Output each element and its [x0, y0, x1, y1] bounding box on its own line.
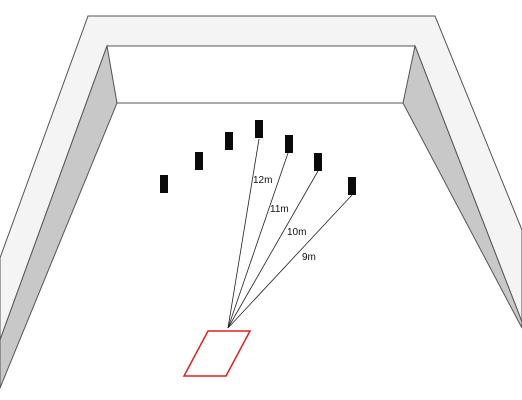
- label-10m: 10m: [287, 227, 306, 238]
- room-walls: [0, 15, 522, 389]
- target-1: [160, 175, 168, 193]
- target-4: [255, 120, 263, 138]
- origin-marker: [182, 330, 252, 377]
- right-wall-inner-face: [402, 44, 522, 329]
- line-9m: [227, 194, 353, 329]
- target-3: [225, 132, 233, 150]
- distance-labels: 12m 11m 10m 9m: [253, 175, 316, 263]
- measurement-lines: [227, 138, 353, 329]
- label-12m: 12m: [253, 175, 272, 186]
- line-11m: [227, 152, 289, 329]
- targets: [160, 120, 356, 195]
- target-7: [348, 177, 356, 195]
- target-6: [314, 153, 322, 171]
- left-wall-inner-face: [0, 44, 118, 389]
- line-12m: [227, 138, 260, 329]
- label-11m: 11m: [270, 204, 289, 215]
- target-5: [285, 135, 293, 153]
- target-2: [195, 152, 203, 170]
- label-9m: 9m: [302, 252, 316, 263]
- line-10m: [227, 170, 319, 329]
